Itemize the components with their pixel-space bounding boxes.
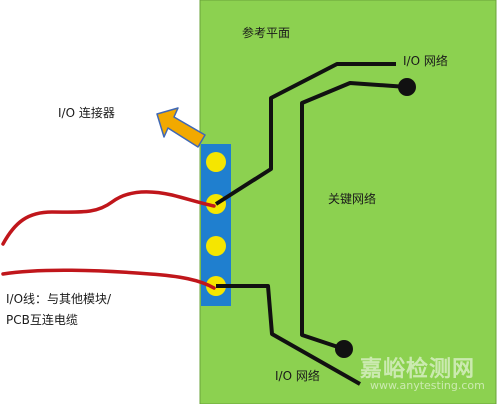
io-cable xyxy=(1,268,216,290)
critical-network-end xyxy=(335,340,353,358)
connector-pin xyxy=(206,152,226,172)
io-network-top-label: I/O 网络 xyxy=(403,54,448,68)
reference-plane xyxy=(199,0,497,405)
connector-pin xyxy=(206,236,226,256)
io-connector-label: I/O 连接器 xyxy=(58,106,115,120)
io-network-trace-bottom xyxy=(216,284,361,386)
critical-network-trace xyxy=(300,81,408,351)
io-network-trace-top xyxy=(214,62,396,206)
watermark-sub: www.anytesting.com xyxy=(370,379,485,392)
io-line-label-1: I/O线：与其他模块/ xyxy=(6,292,112,306)
io-network-bottom-label: I/O 网络 xyxy=(275,369,320,383)
watermark-main: 嘉峪检测网 xyxy=(360,357,476,382)
critical-network-label: 关键网络 xyxy=(328,192,377,206)
connector-arrow xyxy=(156,107,206,148)
reference-plane-label: 参考平面 xyxy=(242,26,291,40)
io-cable xyxy=(1,190,216,246)
io-line-label-2: PCB互连电缆 xyxy=(6,313,78,327)
critical-network-end xyxy=(398,78,416,96)
